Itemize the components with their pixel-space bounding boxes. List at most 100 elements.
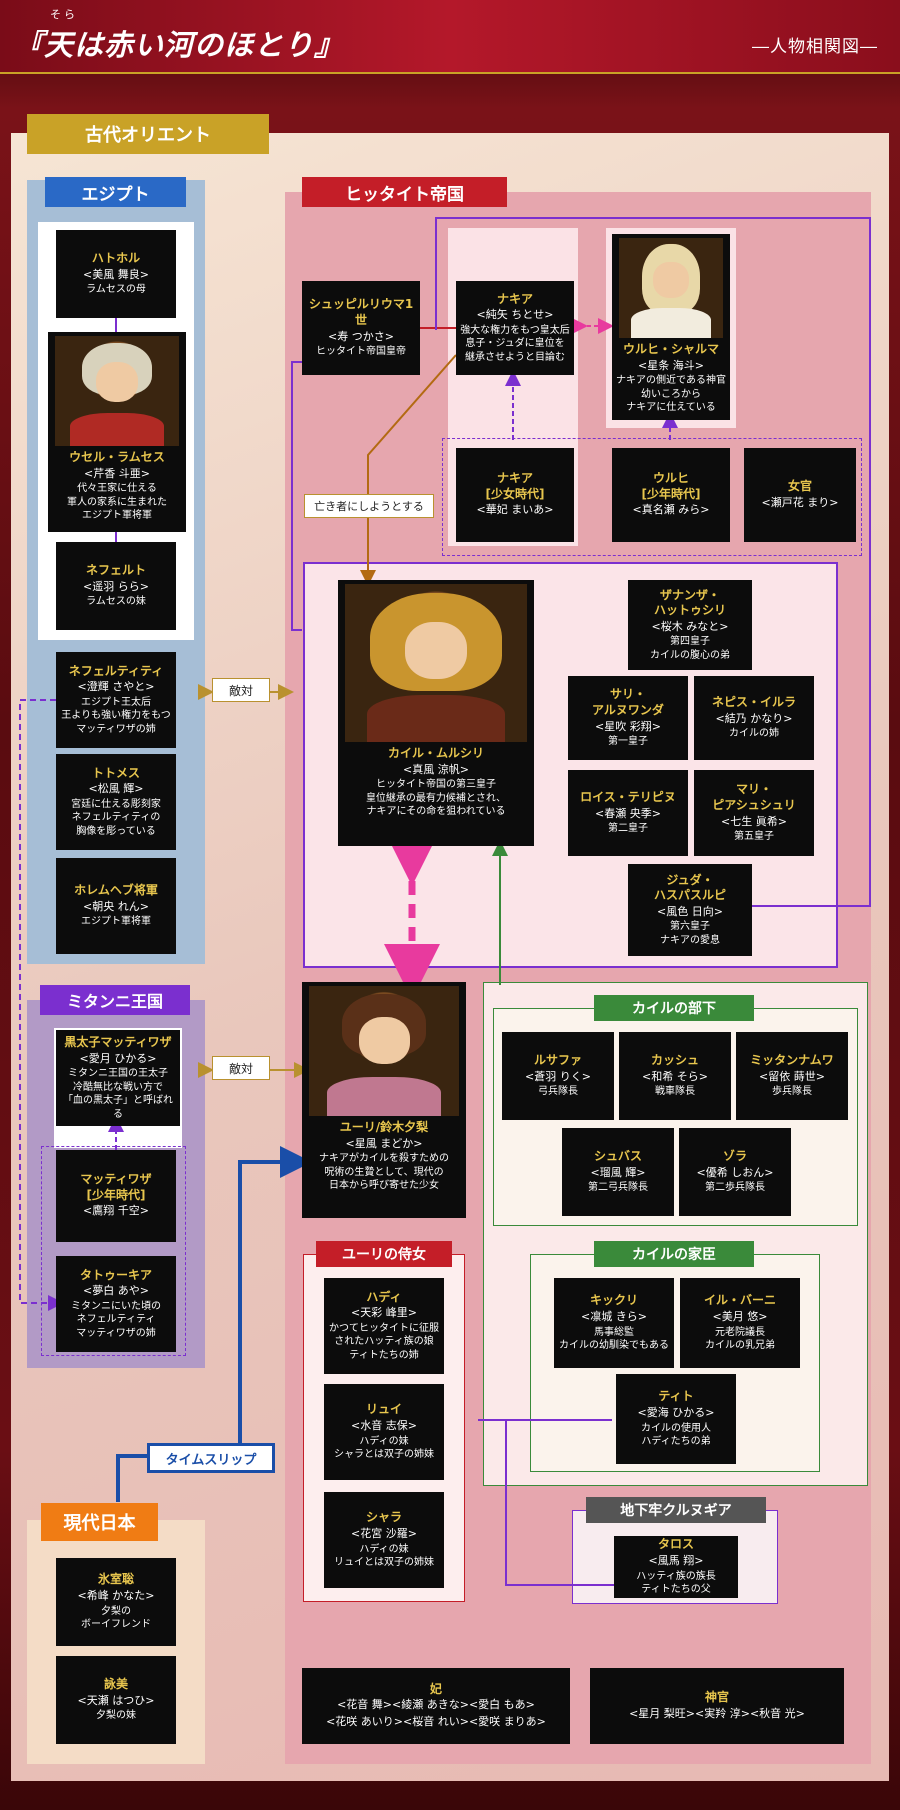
card-ramses: ウセル・ラムセス <芹香 斗亜> 代々王家に仕える 軍人の家系に生まれた エジプ… xyxy=(48,332,186,532)
yuri-desc: ナキアがカイルを殺すための 呪術の生贄として、現代の 日本から呼び寄せた少女 xyxy=(319,1152,449,1193)
card-lois: ロイス・テリピヌ <春瀬 央季> 第二皇子 xyxy=(568,770,688,856)
card-nyokan: 女官 <瀬戸花 まり> xyxy=(744,448,856,542)
card-urhi-young: ウルヒ [少年時代] <真名瀬 みら> xyxy=(612,448,730,542)
hadi-actor: <天彩 峰里> xyxy=(351,1305,417,1322)
nefert-actor: <遥羽 らら> xyxy=(83,579,149,596)
rusafa-desc: 弓兵隊長 xyxy=(538,1085,578,1099)
nakia-actor: <純矢 ちとせ> xyxy=(477,307,554,324)
yuri-name: ユーリ/鈴木夕梨 xyxy=(340,1120,428,1136)
nebes-name: ネピス・イルラ xyxy=(712,695,796,711)
ryui-name: リュイ xyxy=(366,1402,402,1418)
shala-actor: <花宮 沙羅> xyxy=(351,1526,417,1543)
sari-name: サリ・ アルヌワンダ xyxy=(592,687,664,718)
shubas-actor: <瑠風 輝> xyxy=(591,1165,646,1182)
lois-desc: 第二皇子 xyxy=(608,822,648,836)
ilbani-name: イル・バーニ xyxy=(704,1293,776,1309)
mittannamuwa-desc: 歩兵隊長 xyxy=(772,1085,812,1099)
card-juda: ジュダ・ ハスパスルピ <風色 日向> 第六皇子 ナキアの愛息 xyxy=(628,864,752,956)
nyokan-actor: <瀬戸花 まり> xyxy=(762,495,839,512)
urhi-young-actor: <真名瀬 みら> xyxy=(633,502,710,519)
card-mattiwaza-young: マッティワザ [少年時代] <鷹翔 千空> xyxy=(56,1150,176,1242)
thutmose-desc: 宮廷に仕える彫刻家 ネフェルティティの 胸像を彫っている xyxy=(71,798,161,839)
card-ilbani: イル・バーニ <美月 悠> 元老院議長 カイルの乳兄弟 xyxy=(680,1278,800,1368)
nakia-name: ナキア xyxy=(497,292,533,308)
ilbani-desc: 元老院議長 カイルの乳兄弟 xyxy=(705,1326,775,1353)
juda-name: ジュダ・ ハスパスルピ xyxy=(654,873,726,904)
ramses-actor: <芹香 斗亜> xyxy=(84,466,150,483)
shala-desc: ハディの妹 リュイとは双子の姉妹 xyxy=(334,1543,434,1570)
card-rusafa: ルサファ <蒼羽 りく> 弓兵隊長 xyxy=(502,1032,614,1120)
thutmose-name: トトメス xyxy=(92,766,140,782)
zananza-desc: 第四皇子 カイルの腹心の弟 xyxy=(650,635,730,662)
card-kikkuli: キックリ <凛城 きら> 馬事総監 カイルの幼馴染でもある xyxy=(554,1278,674,1368)
card-eimi: 詠美 <天瀬 はつひ> 夕梨の妹 xyxy=(56,1656,176,1744)
himuro-name: 氷室聡 xyxy=(98,1572,134,1588)
card-yuri: ユーリ/鈴木夕梨 <星風 まどか> ナキアがカイルを殺すための 呪術の生贄として… xyxy=(302,982,466,1218)
shubas-name: シュバス xyxy=(594,1149,642,1165)
horemheb-desc: エジプト軍将軍 xyxy=(81,915,151,929)
suppiluliuma-actor: <寿 つかさ> xyxy=(328,329,394,346)
nyokan-name: 女官 xyxy=(788,479,812,495)
shala-name: シャラ xyxy=(366,1510,402,1526)
card-sari: サリ・ アルヌワンダ <星吹 彩翔> 第一皇子 xyxy=(568,676,688,760)
nakia-young-name: ナキア [少女時代] xyxy=(486,471,545,502)
ramses-name: ウセル・ラムセス xyxy=(69,450,165,466)
tatukhia-desc: ミタンニにいた頃の ネフェルティティ マッティワザの姉 xyxy=(71,1300,161,1341)
mittannamuwa-actor: <留依 蒔世> xyxy=(759,1069,825,1086)
card-concubines: 妃 <花音 舞><綾瀬 あきな><愛白 もあ> <花咲 あいり><桜音 れい><… xyxy=(302,1668,570,1744)
ryui-actor: <水音 志保> xyxy=(351,1418,417,1435)
card-nefertiti: ネフェルティティ <澄輝 さやと> エジプト王太后 王よりも強い権力をもつ マッ… xyxy=(56,652,176,748)
mattiwaza-actor: <愛月 ひかる> xyxy=(80,1051,157,1068)
hathor-name: ハトホル xyxy=(92,251,140,267)
priests-name: 神官 xyxy=(705,1690,729,1706)
card-urhi: ウルヒ・シャルマ <星条 海斗> ナキアの側近である神官 幼いころから ナキアに… xyxy=(612,234,730,420)
hathor-actor: <美風 舞良> xyxy=(83,267,149,284)
card-mittannamuwa: ミッタンナムワ <留依 蒔世> 歩兵隊長 xyxy=(736,1032,848,1120)
nefert-name: ネフェルト xyxy=(86,563,146,579)
sari-actor: <星吹 彩翔> xyxy=(595,719,661,736)
nefertiti-desc: エジプト王太后 王よりも強い権力をもつ マッティワザの姉 xyxy=(61,696,170,737)
urhi-young-name: ウルヒ [少年時代] xyxy=(642,471,701,502)
card-nakia: ナキア <純矢 ちとせ> 強大な権力をもつ皇太后 息子・ジュダに皇位を 継承させ… xyxy=(456,281,574,375)
kikkuli-desc: 馬事総監 カイルの幼馴染でもある xyxy=(559,1326,669,1353)
card-kashu: カッシュ <和希 そら> 戦車隊長 xyxy=(619,1032,731,1120)
concubines-actor-1: <花音 舞><綾瀬 あきな><愛白 もあ> xyxy=(337,1697,535,1714)
enemy-tag-egypt: 敵対 xyxy=(212,678,270,702)
tito-name: ティト xyxy=(658,1389,693,1405)
card-suppiluliuma: シュッピルリウマ1世 <寿 つかさ> ヒッタイト帝国皇帝 xyxy=(302,281,420,375)
concubines-name: 妃 xyxy=(430,1682,442,1698)
mattiwaza-young-name: マッティワザ [少年時代] xyxy=(80,1172,151,1203)
card-nebes: ネピス・イルラ <結乃 かなり> カイルの姉 xyxy=(694,676,814,760)
ramses-photo xyxy=(55,336,179,446)
nefert-desc: ラムセスの妹 xyxy=(86,595,146,609)
priests-actor: <星月 梨旺><実羚 淳><秋音 光> xyxy=(629,1706,805,1723)
card-tatukhia: タトゥーキア <夢白 あや> ミタンニにいた頃の ネフェルティティ マッティワザ… xyxy=(56,1256,176,1352)
urhi-photo xyxy=(619,238,723,338)
tatukhia-name: タトゥーキア xyxy=(80,1268,152,1284)
ryui-desc: ハディの妹 シャラとは双子の姉妹 xyxy=(334,1435,434,1462)
mari-actor: <七生 眞希> xyxy=(721,814,787,831)
lois-actor: <春瀬 央季> xyxy=(595,806,661,823)
eimi-actor: <天瀬 はつひ> xyxy=(78,1693,155,1710)
card-shala: シャラ <花宮 沙羅> ハディの妹 リュイとは双子の姉妹 xyxy=(324,1492,444,1588)
himuro-desc: 夕梨の ボーイフレンド xyxy=(81,1605,151,1632)
urhi-desc: ナキアの側近である神官 幼いころから ナキアに仕えている xyxy=(616,374,726,415)
mattiwaza-desc: ミタンニ王国の王太子 冷酷無比な戦い方で 「血の黒太子」と呼ばれる xyxy=(59,1067,177,1121)
himuro-actor: <希峰 かなた> xyxy=(78,1588,155,1605)
hadi-desc: かつてヒッタイトに征服 されたハッティ族の娘 ティトたちの姉 xyxy=(329,1322,439,1363)
tatukhia-actor: <夢白 あや> xyxy=(83,1283,149,1300)
hadi-name: ハディ xyxy=(366,1290,401,1306)
nebes-actor: <結乃 かなり> xyxy=(716,711,793,728)
taros-name: タロス xyxy=(658,1537,694,1553)
card-shubas: シュバス <瑠風 輝> 第二弓兵隊長 xyxy=(562,1128,674,1216)
kashu-desc: 戦車隊長 xyxy=(655,1085,695,1099)
kail-photo xyxy=(345,584,527,742)
zora-name: ゾラ xyxy=(723,1149,747,1165)
nakia-desc: 強大な権力をもつ皇太后 息子・ジュダに皇位を 継承させようと目論む xyxy=(460,324,570,365)
sari-desc: 第一皇子 xyxy=(608,735,648,749)
nefertiti-actor: <澄輝 さやと> xyxy=(78,679,155,696)
card-hadi: ハディ <天彩 峰里> かつてヒッタイトに征服 されたハッティ族の娘 ティトたち… xyxy=(324,1278,444,1374)
yuri-photo xyxy=(309,986,459,1116)
mattiwaza-name: 黒太子マッティワザ xyxy=(64,1035,171,1051)
mattiwaza-young-actor: <鷹翔 千空> xyxy=(83,1203,149,1220)
